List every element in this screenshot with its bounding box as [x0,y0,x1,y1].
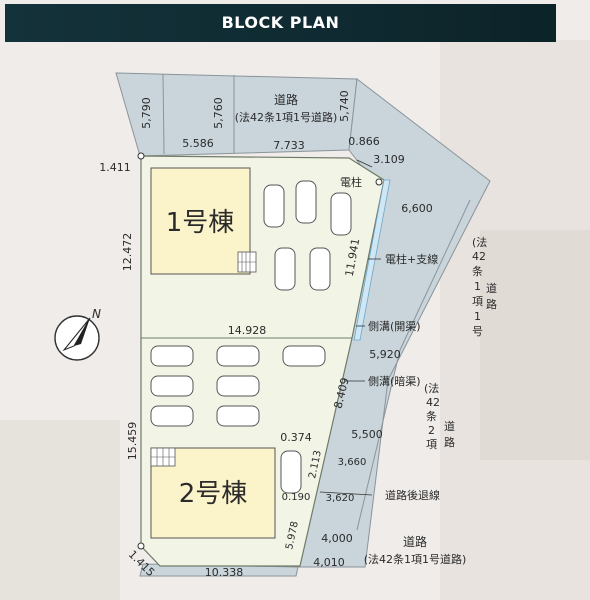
dim-label: 1.411 [99,161,131,174]
car-icon [150,405,194,427]
road-char: 道 [444,419,455,433]
road-char: 項 [472,295,483,308]
road-char: 42 [426,396,440,409]
dim-label: 0.374 [280,431,312,444]
car-icon [216,345,260,367]
dim-label: 5,500 [351,428,383,441]
road-edge [399,199,471,351]
dim-label: 4,000 [321,532,353,545]
road-char: 路 [486,298,497,311]
parking-cars-block-2 [150,345,326,494]
car-icon [150,345,194,367]
south-road-note: (法42条1項1号道路) [364,552,467,566]
car-icon [295,180,317,224]
utility-pole-icon [375,178,383,186]
road-edge [356,349,401,531]
dim-label: 3,620 [326,493,355,504]
road-char: 号 [472,325,483,338]
leader-line [356,159,373,168]
pole-label: 電柱 [340,175,362,189]
road-char: 1 [474,280,481,293]
dim-label: 5.586 [182,137,214,150]
utility-pole-icon [137,152,145,160]
building-1 [150,167,251,275]
north-road-name: 道路 [274,92,298,107]
car-icon [150,375,194,397]
east-road-label-mid: (法 42 条 2 項 道 路 [424,381,455,451]
covered-ditch-label: 側溝(暗渠) [368,374,421,388]
dim-label: 0.866 [348,135,380,148]
south-road-name: 道路 [403,534,427,549]
road-strip-divider [162,73,165,155]
east-road-label-right: (法 42 条 1 項 1 号 道 路 [472,235,497,338]
car-icon [263,184,285,228]
dim-label: 5,760 [212,97,225,129]
page-title: BLOCK PLAN [221,13,340,32]
road-char: (法 [472,235,487,249]
dim-label: 5,790 [140,97,153,129]
road-char: 道 [486,281,497,295]
dim-label: 12.472 [121,233,134,272]
parking-cars-block-1 [263,180,352,291]
dim-label: 3.109 [373,153,405,166]
utility-pole-icon [137,542,145,550]
header-banner: BLOCK PLAN [5,4,556,42]
dim-label: 5,740 [338,90,351,122]
road-char: 路 [444,436,455,449]
road-char: 項 [426,438,437,451]
building-2-label: 2号棟 [179,479,248,509]
dim-label: 6,600 [401,202,433,215]
compass-north-label: N [92,307,101,321]
car-icon [309,247,331,291]
dim-label: 0.190 [282,492,311,503]
road-char: 条 [426,409,437,423]
north-road-note: (法42条1項1号道路) [235,110,338,124]
leader-line [319,491,373,496]
car-icon [216,375,260,397]
dim-label: 4,010 [313,556,345,569]
road-char: 42 [472,250,486,263]
ditch-open [353,179,391,341]
car-icon [274,247,296,291]
dim-label: 15.459 [126,422,139,461]
setback-label: 道路後退線 [385,488,440,502]
open-ditch-label: 側溝(開渠) [368,320,421,333]
building-1-label: 1号棟 [166,208,235,238]
road-char: 条 [472,264,483,278]
pole-stay-label: 電柱+支線 [385,252,438,266]
car-icon [216,405,260,427]
road-char: 2 [428,424,435,437]
compass-icon [54,315,100,361]
car-icon [280,450,302,494]
road-char: (法 [424,381,439,395]
dim-label: 5,920 [369,348,401,361]
dim-label: 7.733 [273,139,305,152]
road-char: 1 [474,310,481,323]
dim-label: 10.338 [205,566,244,579]
car-icon [282,345,326,367]
car-icon [330,192,352,236]
dim-label: 3,660 [338,457,367,468]
dim-label: 14.928 [228,324,267,337]
